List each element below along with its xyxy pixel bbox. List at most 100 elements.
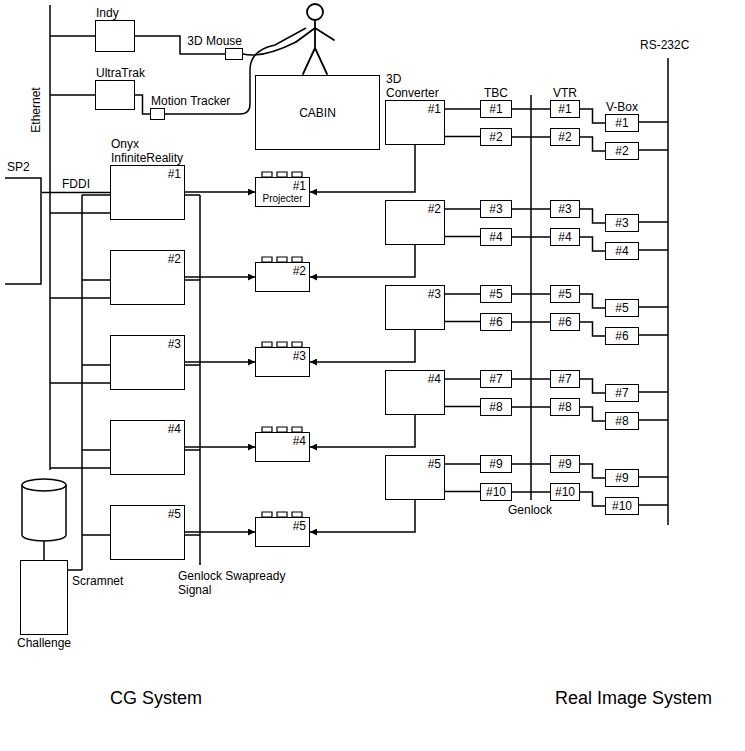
graphics-computer: #5 (110, 505, 185, 560)
node-label: #3 (615, 216, 628, 230)
converter-box: 3D Converter#1 (385, 100, 445, 145)
node-label: #5 (615, 301, 628, 315)
graphics-computer: Onyx InfiniteReality#1 (110, 165, 185, 220)
converter-box: #3 (385, 285, 445, 330)
node-label: #3 (489, 202, 502, 216)
device-heading: 3D Converter (386, 72, 448, 100)
signal-line (580, 294, 605, 308)
projector-lens (262, 172, 302, 517)
node-label: #9 (489, 457, 502, 471)
node-label: #9 (615, 471, 628, 485)
tbc-box: #6 (480, 313, 512, 331)
device-heading: 3D Mouse (187, 34, 242, 48)
input-device: 3D Mouse (225, 48, 243, 60)
device-heading: Onyx InfiniteReality (111, 137, 206, 165)
node-label: #3 (168, 337, 181, 351)
computer-box: UltraTrak (95, 80, 135, 110)
tbc-box: TBC#1 (480, 100, 512, 118)
bus-label: Genlock (508, 503, 552, 517)
node-label: #2 (558, 130, 571, 144)
node-label: #4 (293, 434, 306, 448)
tbc-box: #10 (480, 483, 512, 501)
node-label: #7 (615, 386, 628, 400)
signal-line (185, 276, 255, 278)
signal-line (512, 406, 550, 408)
signal-line (512, 491, 550, 493)
signal-line (185, 361, 255, 363)
node-label: CABIN (299, 106, 336, 120)
vbox-box: #6 (605, 327, 639, 345)
signal-line (42, 192, 110, 194)
signal-line (512, 463, 550, 465)
tbc-box: #8 (480, 398, 512, 416)
signal-line (580, 322, 605, 336)
tbc-box: #5 (480, 285, 512, 303)
bus-label: Genlock Swapready Signal (178, 569, 288, 597)
node-label: #1 (293, 179, 306, 193)
projector-box: #1Projecter (255, 177, 310, 207)
node-label: #2 (489, 130, 502, 144)
vbox-box: #9 (605, 469, 639, 487)
node-label: #1 (558, 102, 571, 116)
cabin-box: CABIN (255, 75, 380, 150)
vtr-box: #3 (550, 200, 580, 218)
signal-line (445, 321, 480, 323)
signal-line (445, 136, 480, 138)
signal-line (445, 236, 480, 238)
converter-box: #4 (385, 370, 445, 415)
vtr-box: #7 (550, 370, 580, 388)
device-heading: TBC (484, 86, 508, 100)
node-label: #4 (168, 422, 181, 436)
signal-line (310, 245, 415, 277)
signal-line (445, 108, 480, 110)
tbc-box: #9 (480, 455, 512, 473)
node-label: #3 (293, 349, 306, 363)
vtr-box: #9 (550, 455, 580, 473)
vtr-box: VTR#1 (550, 100, 580, 118)
device-heading: Challenge (17, 636, 71, 650)
node-label: #5 (489, 287, 502, 301)
node-label: #3 (558, 202, 571, 216)
signal-line (310, 330, 415, 362)
signal-line (445, 378, 480, 380)
genlock-bus (185, 195, 200, 565)
signal-line (580, 237, 605, 251)
tbc-box: #7 (480, 370, 512, 388)
tbc-box: #3 (480, 200, 512, 218)
node-label: #4 (615, 244, 628, 258)
system-title: Real Image System (555, 688, 712, 708)
node-label: #1 (168, 167, 181, 181)
signal-line (310, 415, 415, 447)
converter-box: #5 (385, 455, 445, 500)
node-label: #7 (558, 372, 571, 386)
sp2-bracket: SP2 (5, 160, 42, 285)
vbox-box: V-Box#1 (605, 114, 639, 132)
graphics-computer: #3 (110, 335, 185, 390)
device-heading: VTR (553, 86, 577, 100)
projector-box: #4 (255, 432, 310, 462)
disk-top (22, 479, 66, 491)
node-label: #5 (558, 287, 571, 301)
signal-line (580, 492, 605, 506)
vbox-box: #10 (605, 497, 639, 515)
node-label: #5 (168, 507, 181, 521)
graphics-computer: #4 (110, 420, 185, 475)
signal-line (512, 321, 550, 323)
node-label: #5 (293, 519, 306, 533)
bracket-outline (5, 160, 42, 285)
system-title: CG System (110, 688, 202, 708)
signal-line (185, 191, 255, 193)
person-figure (296, 4, 334, 74)
signal-line (512, 208, 550, 210)
node-label: #2 (293, 264, 306, 278)
signal-line (580, 137, 605, 151)
converter-box: #2 (385, 200, 445, 245)
vbox-box: #3 (605, 214, 639, 232)
rs232c-bus (639, 58, 668, 525)
bus-label: RS-232C (640, 38, 689, 52)
computer-box: Indy (95, 20, 135, 52)
node-label: #2 (428, 202, 441, 216)
signal-line (445, 293, 480, 295)
disk-symbol (22, 485, 66, 560)
device-heading: UltraTrak (96, 66, 145, 80)
